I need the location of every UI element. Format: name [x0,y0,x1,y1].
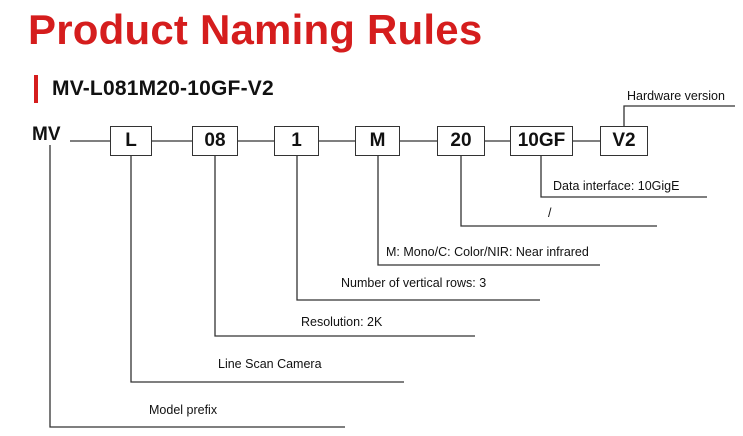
segment-box-line-scan: L [110,126,152,156]
annotation-s5: / [548,206,552,220]
segment-box-s5: 20 [437,126,485,156]
leader-data-interface [540,156,707,198]
annotation-data-interface: Data interface: 10GigE [553,179,680,193]
accent-bar [34,75,38,103]
leader-hardware-version [623,105,735,126]
leader-s5 [460,156,657,227]
model-heading: MV-L081M20-10GF-V2 [34,74,274,104]
leader-resolution [214,156,475,337]
segment-box-data-interface: 10GF [510,126,573,156]
page-title: Product Naming Rules [28,6,483,53]
prefix-label: MV [32,124,61,145]
leader-camera-type [130,156,404,383]
annotation-sensor-type: M: Mono/C: Color/NIR: Near infrared [386,245,589,259]
leader-sensor-type [377,156,600,266]
segment-box-hardware-version: V2 [600,126,648,156]
segment-box-sensor-type: M [355,126,400,156]
annotation-camera-type: Line Scan Camera [218,357,322,371]
annotation-vertical-rows: Number of vertical rows: 3 [341,276,487,290]
segment-box-resolution: 08 [192,126,238,156]
model-code: MV-L081M20-10GF-V2 [52,77,274,100]
annotation-resolution: Resolution: 2K [301,315,383,329]
leader-model-prefix [49,145,345,428]
segment-box-vertical-rows: 1 [274,126,319,156]
leader-vertical-rows [296,156,540,301]
annotation-hardware-version: Hardware version [627,89,725,103]
annotation-model-prefix: Model prefix [149,403,218,417]
